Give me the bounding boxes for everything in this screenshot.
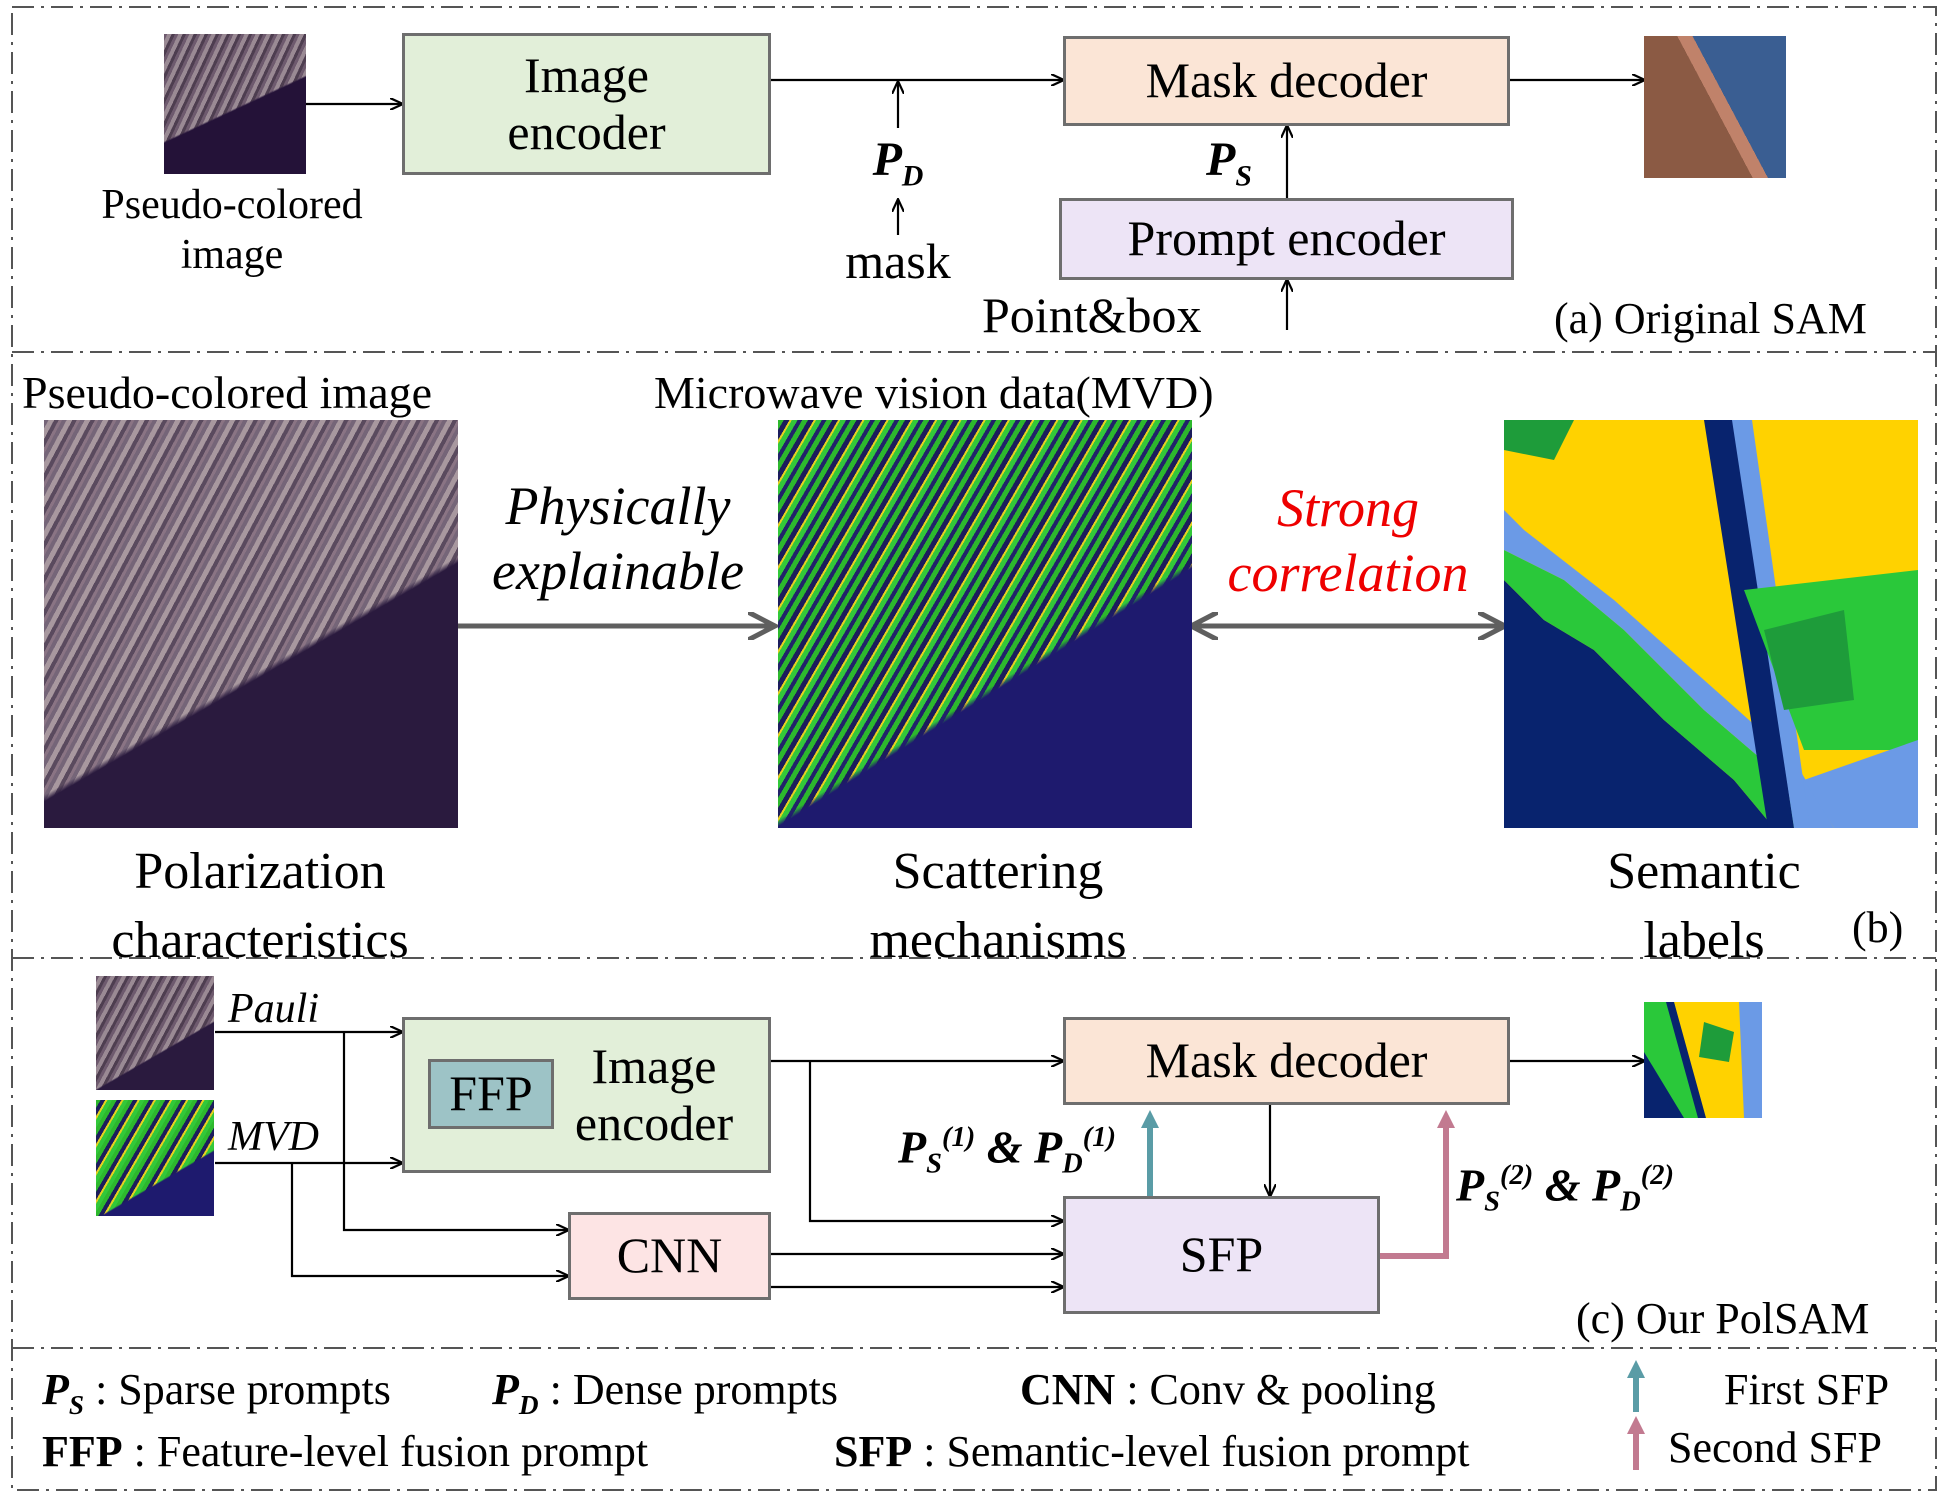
prompt-encoder-box: Prompt encoder — [1059, 198, 1514, 280]
pauli-label: Pauli — [228, 986, 319, 1032]
semantic-labels-image — [1504, 420, 1918, 828]
image-encoder-box-c: Image encoder — [402, 1017, 771, 1173]
pseudo-colored-thumbnail-a — [164, 34, 306, 174]
mask-decoder-box: Mask decoder — [1063, 36, 1510, 126]
polsam-output-thumbnail — [1644, 1002, 1762, 1118]
point-box-label: Point&box — [982, 287, 1202, 343]
pauli-thumbnail — [96, 976, 214, 1090]
panel-borders — [11, 6, 1937, 1491]
panel-a-caption: (a) Original SAM — [1554, 294, 1867, 343]
second-sfp-prompt: PS(2) & PD(2) — [1456, 1159, 1674, 1218]
panel-b-caption: (b) — [1852, 903, 1904, 952]
sparse-prompt-symbol: PS — [1206, 133, 1252, 193]
mask-decoder-box-c: Mask decoder — [1063, 1017, 1510, 1105]
mvd-image — [778, 420, 1192, 828]
sam-output-thumbnail — [1644, 36, 1786, 178]
pseudo-colored-title: Pseudo-colored image — [22, 367, 433, 418]
dense-prompt-symbol: PD — [872, 133, 924, 193]
ffp-box: FFP — [428, 1059, 554, 1129]
connector-group — [215, 1032, 1644, 1287]
pseudo-colored-image — [44, 420, 458, 828]
mask-label: mask — [845, 233, 951, 289]
first-sfp-prompt: PS(1) & PD(1) — [898, 1121, 1116, 1180]
legend-ffp: FFP : Feature-level fusion prompt — [42, 1427, 649, 1476]
mvd-label: MVD — [228, 1114, 319, 1160]
mvd-title: Microwave vision data(MVD) — [654, 367, 1214, 418]
legend-first-sfp: First SFP — [1724, 1365, 1890, 1414]
panel-c-caption: (c) Our PolSAM — [1576, 1294, 1870, 1343]
image-label-a: Pseudo-colored image — [101, 182, 363, 279]
legend-sfp: SFP : Semantic-level fusion prompt — [834, 1427, 1470, 1476]
legend-cnn: CNN : Conv & pooling — [1020, 1365, 1436, 1414]
legend-second-sfp: Second SFP — [1668, 1423, 1882, 1472]
second-sfp-arrow — [1380, 1110, 1455, 1259]
legend-sparse-prompts: PS : Sparse prompts — [42, 1365, 391, 1420]
legend-dense-prompts: PD : Dense prompts — [492, 1365, 838, 1420]
arrow-icon — [306, 80, 1644, 330]
cnn-box: CNN — [568, 1212, 771, 1300]
image-encoder-box: Image encoder — [402, 33, 771, 175]
mvd-thumbnail — [96, 1100, 214, 1216]
sfp-box: SFP — [1063, 1196, 1380, 1314]
